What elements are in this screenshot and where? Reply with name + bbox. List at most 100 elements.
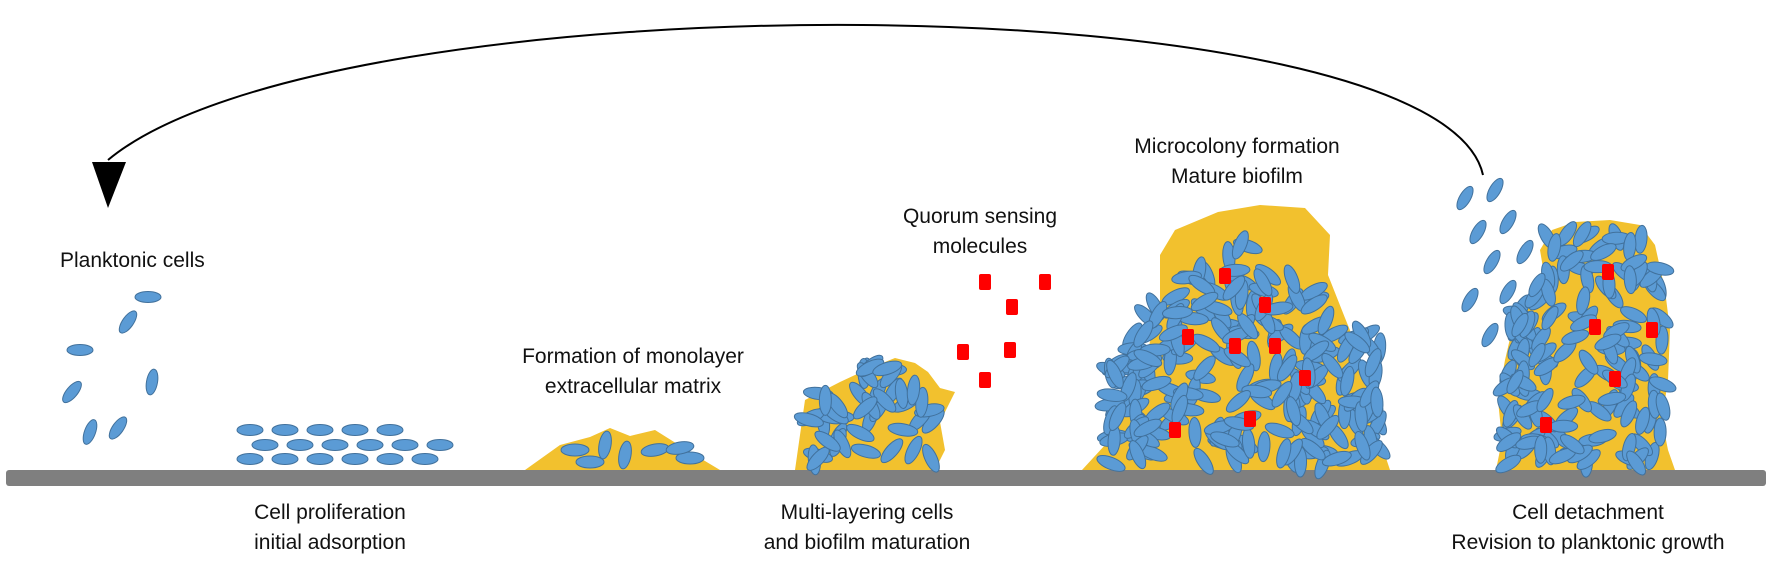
bacterial-cell — [1286, 396, 1302, 427]
bacterial-cell — [1511, 312, 1529, 338]
bacterial-cell — [1547, 233, 1562, 262]
bacterial-cell — [1481, 322, 1499, 348]
bacterial-cell — [391, 439, 419, 451]
quorum-molecule — [1589, 319, 1601, 335]
bacterial-cell — [1300, 294, 1328, 315]
quorum-molecule — [1244, 411, 1256, 427]
bacterial-cell — [1096, 454, 1126, 472]
arrow-head — [92, 162, 126, 208]
quorum-molecule — [1602, 264, 1614, 280]
bacterial-cell — [1541, 305, 1559, 331]
bacterial-cell — [1257, 431, 1271, 463]
bacterial-cell — [1528, 272, 1546, 298]
quorum-molecule — [957, 344, 969, 360]
bacterial-cell — [1626, 450, 1647, 476]
bacterial-cell — [1096, 388, 1128, 402]
bacterial-cell — [1559, 250, 1584, 272]
bacterial-cell — [1222, 275, 1246, 301]
bacterial-cell — [341, 424, 369, 436]
bacterial-cell — [134, 291, 162, 303]
bacterial-cell — [251, 439, 279, 451]
quorum-molecule — [1182, 329, 1194, 345]
bacterial-cell — [411, 453, 439, 465]
bacterial-cell — [1557, 394, 1586, 410]
bacterial-cell — [1499, 209, 1517, 235]
bacterial-cell — [1456, 185, 1474, 211]
bacterial-cell — [1364, 348, 1382, 378]
bacterial-cell — [1534, 434, 1548, 464]
quorum-molecule — [1259, 297, 1271, 313]
bacterial-cell — [108, 416, 128, 440]
quorum-molecule — [1004, 342, 1016, 358]
bacterial-cell — [1588, 428, 1617, 444]
bacterial-cell — [1594, 333, 1622, 351]
bacterial-cell — [814, 430, 841, 452]
quorum-molecule — [1646, 322, 1658, 338]
bacterial-cell — [904, 435, 923, 465]
quorum-molecule — [979, 274, 991, 290]
bacterial-cell — [575, 455, 605, 469]
bacterial-cell — [1570, 314, 1597, 332]
bacterial-cells — [62, 177, 1677, 480]
bacterial-cell — [1578, 349, 1599, 375]
bacterial-cell — [1158, 324, 1188, 342]
bacterial-cell — [1572, 221, 1592, 248]
bacterial-cell — [1495, 454, 1522, 474]
bacterial-cell — [1597, 391, 1627, 406]
bacterial-cell — [426, 439, 454, 451]
bacterial-cell — [1161, 306, 1193, 320]
bacterial-cell — [271, 424, 299, 436]
bacterial-cell — [1499, 279, 1517, 305]
bacterial-cell — [356, 439, 384, 451]
bacterial-cell — [341, 453, 369, 465]
bacterial-cell — [1635, 406, 1651, 435]
quorum-molecule — [1219, 268, 1231, 284]
bacterial-cell — [906, 374, 921, 406]
quorum-molecule — [1609, 371, 1621, 387]
bacterial-cell — [1253, 268, 1273, 297]
bacterial-cell — [1188, 416, 1202, 448]
bacterial-cell — [1321, 450, 1352, 467]
bacterial-cell — [1264, 422, 1295, 439]
return-arrow — [107, 23, 1484, 176]
bacterial-cell — [1559, 434, 1585, 455]
bacterial-cell — [1225, 390, 1251, 413]
bacterial-cell — [118, 310, 138, 334]
quorum-molecule — [1299, 370, 1311, 386]
bacterial-cell — [1549, 419, 1579, 433]
bacterial-cell — [1620, 400, 1638, 428]
bacterial-cell — [1271, 381, 1293, 408]
quorum-molecule — [1269, 338, 1281, 354]
bacterial-cell — [1561, 329, 1590, 345]
substrate-surface — [6, 470, 1766, 486]
bacterial-cell — [1536, 387, 1554, 413]
bacterial-cell — [1576, 286, 1591, 315]
bacterial-cell — [1193, 355, 1216, 381]
bacterial-cell — [872, 388, 897, 413]
bacterial-cell — [236, 453, 264, 465]
bacterial-cell — [1638, 352, 1668, 367]
bacterial-cell — [618, 440, 632, 470]
bacterial-cell — [1276, 438, 1292, 469]
bacterial-cell — [145, 368, 159, 396]
bacterial-cell — [1655, 392, 1671, 421]
bacterial-cell — [1461, 287, 1479, 313]
bacterial-cell — [1133, 418, 1162, 438]
bacterial-cell — [1231, 230, 1249, 260]
bacterial-cell — [1141, 375, 1172, 392]
bacterial-cell — [236, 424, 264, 436]
bacterial-cell — [1623, 265, 1637, 295]
bacterial-cell — [82, 419, 98, 445]
bacterial-cell — [852, 396, 878, 420]
bacterial-cell — [271, 453, 299, 465]
bacterial-cell — [1316, 414, 1340, 440]
bacterial-cell — [1133, 320, 1154, 348]
bacterial-cell — [1483, 249, 1501, 275]
bacterial-cell — [818, 384, 832, 416]
quorum-molecule — [1169, 422, 1181, 438]
bacterial-cell — [1321, 352, 1344, 379]
